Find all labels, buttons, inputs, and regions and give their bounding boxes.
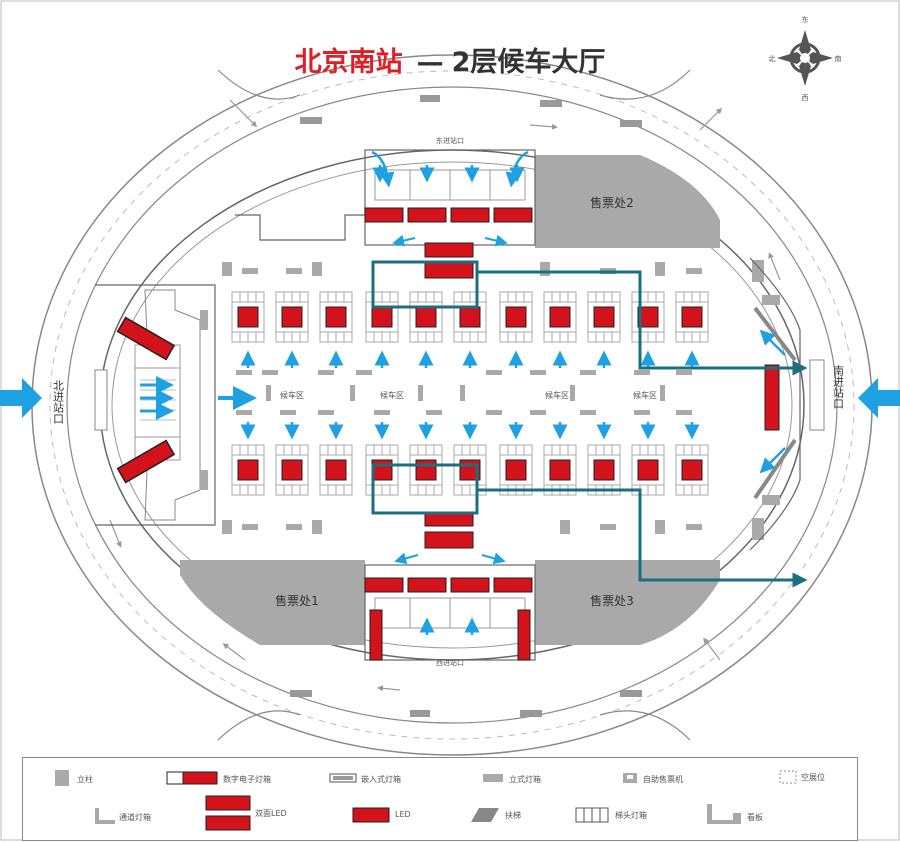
ticket-office-3-label: 售票处3 [590, 593, 634, 608]
waiting-area-label: 候车区 [280, 390, 304, 400]
west-entrance-label: 西进站口 [436, 658, 464, 667]
page-title: 北京南站 —2层候车大厅 [0, 40, 900, 79]
seating-row-top [231, 291, 709, 343]
pillar-lightbox-icon [575, 807, 609, 823]
north-arrow-in [0, 378, 42, 418]
south-entrance-block [749, 257, 825, 551]
ticket-office-2-label: 售票处2 [590, 195, 634, 210]
standing-lightbox-icon [483, 774, 503, 782]
ring-road [31, 54, 873, 756]
legend-label: 看板 [747, 813, 763, 822]
ticket-office-1-label: 售票处1 [275, 593, 319, 608]
vacant-position-icon [779, 770, 797, 784]
exit-route-bottom [371, 463, 808, 588]
east-entrance-block [364, 149, 536, 279]
south-entrance-label: 南进站口 [832, 365, 845, 409]
embedded-lightbox-icon [329, 773, 357, 783]
led-icon [352, 807, 390, 823]
waiting-area-label: 候车区 [545, 390, 569, 400]
south-arrow-in [858, 378, 900, 418]
exit-route-top [371, 260, 808, 376]
waiting-area-label: 候车区 [380, 390, 404, 400]
corner-lightbox-icon [95, 808, 115, 824]
compass-west: 北 [769, 55, 776, 63]
legend: 立柱 数字电子灯箱 嵌入式灯箱 立式灯箱 自助售票机 空展位 通道灯箱 双面LE… [22, 757, 858, 841]
east-entrance-label: 东进站口 [436, 136, 464, 145]
legend-label: 数字电子灯箱 [223, 775, 271, 784]
double-led-icon [205, 795, 251, 831]
legend-label: 立柱 [77, 775, 93, 784]
wall-segment [235, 214, 365, 241]
legend-label: 扶梯 [505, 811, 521, 820]
legend-label: 自助售票机 [643, 775, 683, 784]
compass-south: 西 [802, 94, 809, 102]
legend-label: 立式灯箱 [509, 775, 541, 784]
legend-label: 空展位 [801, 773, 825, 782]
pillar-row-bottom [222, 518, 764, 540]
legend-label: 通道灯箱 [119, 813, 151, 822]
billboard-icon [707, 804, 741, 824]
title-floor: 2层候车大厅 [451, 47, 606, 78]
compass-east: 南 [835, 54, 842, 63]
escalator-icon [471, 808, 499, 822]
compass-icon [777, 30, 833, 86]
title-separator: — [416, 47, 444, 78]
legend-label: 梯头灯箱 [615, 811, 647, 820]
waiting-area-label: 候车区 [633, 390, 657, 400]
double-screen-icon [166, 771, 218, 785]
legend-label: LED [395, 810, 411, 819]
ticket-office-2 [535, 155, 720, 248]
legend-label: 双面LED [255, 809, 287, 818]
title-station: 北京南站 [294, 47, 403, 78]
ticket-office-1 [180, 560, 365, 645]
west-entrance-block [364, 511, 536, 661]
seating-row-bottom [231, 444, 709, 496]
legend-label: 嵌入式灯箱 [361, 775, 401, 784]
north-entrance-block [94, 284, 257, 526]
north-entrance-label: 北进站口 [52, 380, 65, 424]
aisle-markers [236, 370, 692, 415]
pillar-icon [55, 770, 69, 786]
ticket-machine-icon [623, 773, 637, 783]
compass-north: 东 [802, 15, 809, 24]
